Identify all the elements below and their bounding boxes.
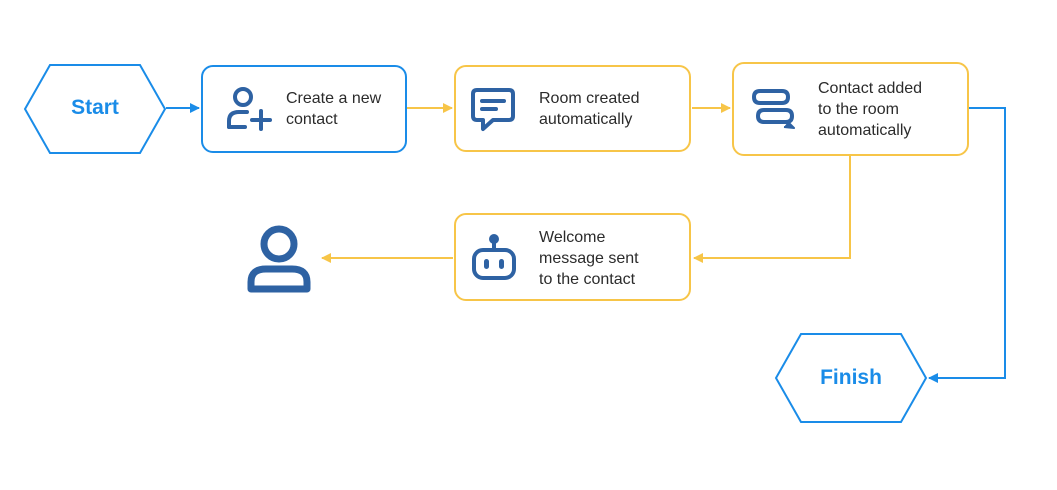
step-welcome-message bbox=[454, 213, 691, 301]
step-welcome-message-label: Welcome message sent to the contact bbox=[539, 229, 639, 288]
arrow-added-to-finish bbox=[928, 107, 1006, 383]
bot-icon bbox=[472, 234, 516, 280]
add-user-icon bbox=[227, 87, 272, 131]
step-create-contact bbox=[201, 65, 407, 153]
step-contact-added-label: Contact added to the room automatically bbox=[818, 80, 923, 139]
step-room-created-label: Room created automatically bbox=[539, 90, 640, 128]
step-room-created bbox=[454, 65, 691, 152]
arrow-added-to-welcome bbox=[693, 156, 851, 263]
start-hexagon bbox=[23, 64, 167, 154]
start-label: Start bbox=[71, 96, 119, 119]
chat-bubble-icon bbox=[471, 88, 515, 131]
finish-hexagon bbox=[774, 333, 928, 423]
user-icon bbox=[247, 225, 311, 293]
chat-bubbles-icon bbox=[751, 89, 795, 129]
step-create-contact-label: Create a new contact bbox=[286, 90, 382, 128]
finish-label: Finish bbox=[820, 366, 882, 389]
